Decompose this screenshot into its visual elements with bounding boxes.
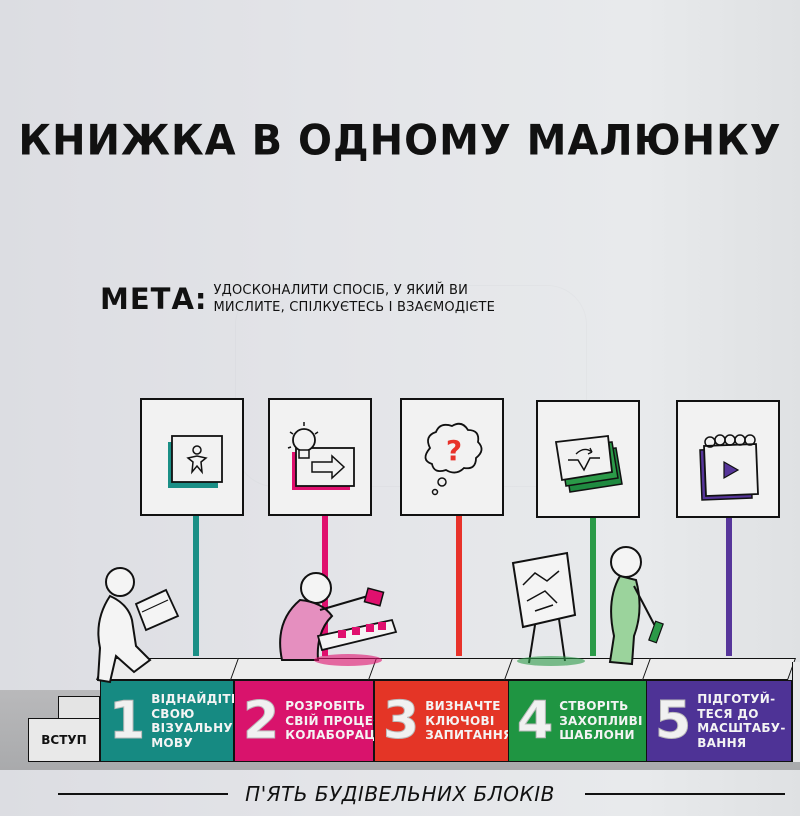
person-arranging-cards-illustration [279,572,398,666]
easel-with-sketch-illustration [511,551,585,666]
block-line: СВІЙ ПРОЦЕС [285,713,383,728]
goal-text-line-1: УДОСКОНАЛИТИ СПОСІБ, У ЯКИЙ ВИ [213,283,469,298]
block-line: КОЛАБОРАЦІЇ [285,728,386,743]
block-text: ПІДГОТУЙ- ТЕСЯ ДО МАСШТАБУ- ВАННЯ [697,692,785,750]
thinking-person-illustration [608,546,664,666]
block-text: СТВОРІТЬ ЗАХОПЛИВІ ШАБЛОНИ [559,699,643,743]
block-line: ЗАХОПЛИВІ [559,713,643,728]
footer-caption-text: П'ЯТЬ БУДІВЕЛЬНИХ БЛОКІВ [245,782,555,806]
block-line: ВІДНАЙДІТЬ [151,692,241,706]
sign-3: ? [400,398,504,516]
block-1: 1 ВІДНАЙДІТЬ СВОЮ ВІЗУАЛЬНУ МОВУ [100,680,240,762]
block-number: 4 [516,691,554,751]
block-number: 3 [382,691,420,751]
walking-person-with-book-illustration [96,567,180,684]
intro-step-label: ВСТУП [41,733,87,747]
block-number: 1 [108,691,146,751]
goal-text: УДОСКОНАЛИТИ СПОСІБ, У ЯКИЙ ВИ МИСЛИТЕ, … [214,282,496,316]
block-line: МАСШТАБУ- [697,721,786,735]
lightbulb-arrow-icon [287,422,355,490]
pole-5 [726,516,732,656]
block-line: МОВУ [151,735,193,750]
intro-upper-step [58,696,100,720]
block-text: ВІДНАЙДІТЬ СВОЮ ВІЗУАЛЬНУ МОВУ [151,692,240,750]
block-2: 2 РОЗРОБІТЬ СВІЙ ПРОЦЕС КОЛАБОРАЦІЇ [234,680,385,762]
block-line: КЛЮЧОВІ [425,713,495,728]
goal-label: МЕТА: [100,282,208,316]
footer-caption: П'ЯТЬ БУДІВЕЛЬНИХ БЛОКІВ [0,782,800,806]
sign-1 [140,398,244,516]
block-text: РОЗРОБІТЬ СВІЙ ПРОЦЕС КОЛАБОРАЦІЇ [285,699,385,743]
intro-step: ВСТУП [28,718,100,762]
person-card-icon [168,435,223,488]
block-line: ШАБЛОНИ [559,728,635,743]
block-number: 5 [654,691,692,751]
pole-4 [590,516,596,656]
next-block-edge [792,662,800,762]
block-text: ВИЗНАЧТЕ КЛЮЧОВІ ЗАПИТАННЯ [425,699,512,743]
sign-5 [676,400,780,518]
goal-statement: МЕТА: УДОСКОНАЛИТИ СПОСІБ, У ЯКИЙ ВИ МИС… [100,282,495,316]
pole-1 [193,516,199,656]
block-3: 3 ВИЗНАЧТЕ КЛЮЧОВІ ЗАПИТАННЯ [374,680,512,762]
block-line: СВОЮ [151,706,195,721]
footer-bracket-right [585,793,785,795]
thought-cloud-question-icon: ? [424,422,483,496]
block-line: ТЕСЯ ДО [697,706,759,721]
block-number: 2 [242,691,280,751]
goal-text-line-2: МИСЛИТЕ, СПІЛКУЄТЕСЬ І ВЗАЄМОДІЄТЕ [213,300,496,315]
stacked-cards-icon [554,435,623,493]
block-4: 4 СТВОРІТЬ ЗАХОПЛИВІ ШАБЛОНИ [508,680,648,762]
block-line: ПІДГОТУЙ- [697,692,776,706]
block-line: ВІЗУАЛЬНУ [151,721,233,735]
block-line: ВАННЯ [697,735,747,750]
sign-2 [268,398,372,516]
page-title: КНИЖКА В ОДНОМУ МАЛЮНКУ [18,116,782,166]
block-line: РОЗРОБІТЬ [285,699,366,714]
footer-bracket-left [58,793,228,795]
sign-4 [536,400,640,518]
block-line: СТВОРІТЬ [559,699,629,714]
pole-3 [456,516,462,656]
svg-text:?: ? [446,434,462,467]
flip-calendar-play-icon [699,434,759,501]
block-5: 5 ПІДГОТУЙ- ТЕСЯ ДО МАСШТАБУ- ВАННЯ [646,680,792,762]
block-line: ВИЗНАЧТЕ [425,699,501,714]
block-line: ЗАПИТАННЯ [425,728,513,743]
